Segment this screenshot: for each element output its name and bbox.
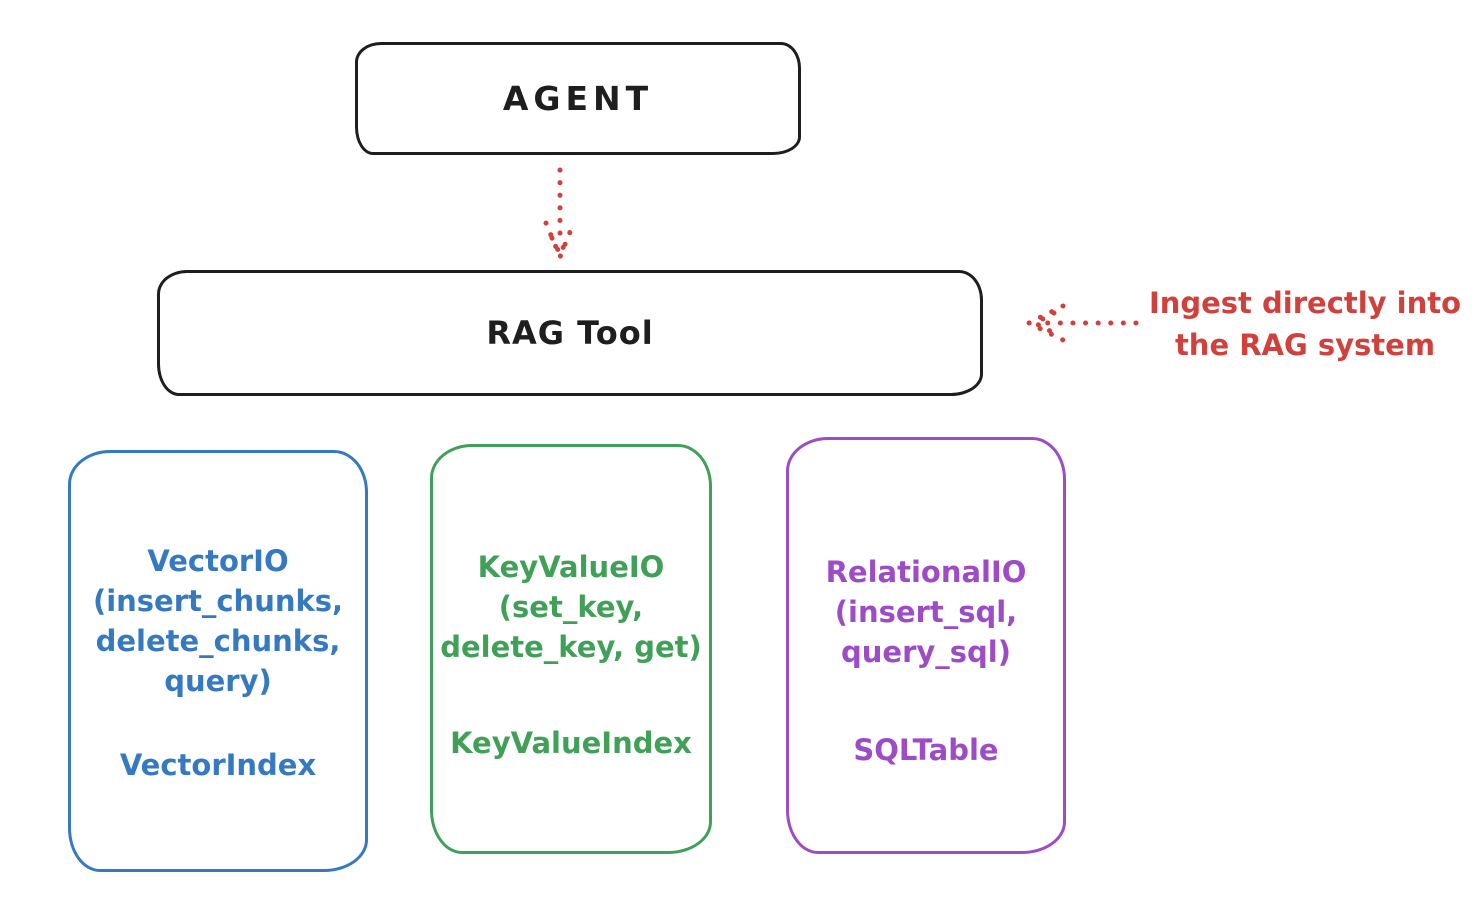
keyvalue-io-node: KeyValueIO (set_key, delete_key, get) Ke… <box>430 444 712 854</box>
rag-tool-node: RAG Tool <box>157 270 983 396</box>
vector-index-label: VectorIndex <box>119 748 317 782</box>
relational-io-line: RelationalIO <box>825 555 1027 589</box>
relational-io-node: RelationalIO (insert_sql, query_sql) SQL… <box>786 437 1066 854</box>
relational-io-line: query_sql) <box>841 635 1011 669</box>
vector-io-line: delete_chunks, <box>95 624 341 658</box>
keyvalue-index-label: KeyValueIndex <box>450 726 692 760</box>
vector-io-line: VectorIO <box>147 544 289 578</box>
keyvalue-io-line: (set_key, <box>498 590 644 624</box>
ingest-annotation-line2: the RAG system <box>1174 328 1436 362</box>
rag-tool-label: RAG Tool <box>486 314 654 352</box>
ingest-annotation: Ingest directly into the RAG system <box>1135 282 1475 366</box>
vector-io-line: (insert_chunks, <box>92 584 344 618</box>
vector-io-line: query) <box>164 664 272 698</box>
agent-node: AGENT <box>355 42 801 155</box>
keyvalue-io-line: KeyValueIO <box>477 550 665 584</box>
keyvalue-io-line: delete_key, get) <box>440 630 702 664</box>
ingest-annotation-line1: Ingest directly into <box>1148 286 1462 320</box>
relational-io-line: (insert_sql, <box>834 595 1018 629</box>
vector-io-node: VectorIO (insert_chunks, delete_chunks, … <box>68 450 368 872</box>
annotation-to-ragtool-arrow <box>1023 303 1139 343</box>
agent-to-ragtool-arrow <box>543 167 577 264</box>
agent-label: AGENT <box>502 79 654 118</box>
sql-table-label: SQLTable <box>853 733 999 767</box>
